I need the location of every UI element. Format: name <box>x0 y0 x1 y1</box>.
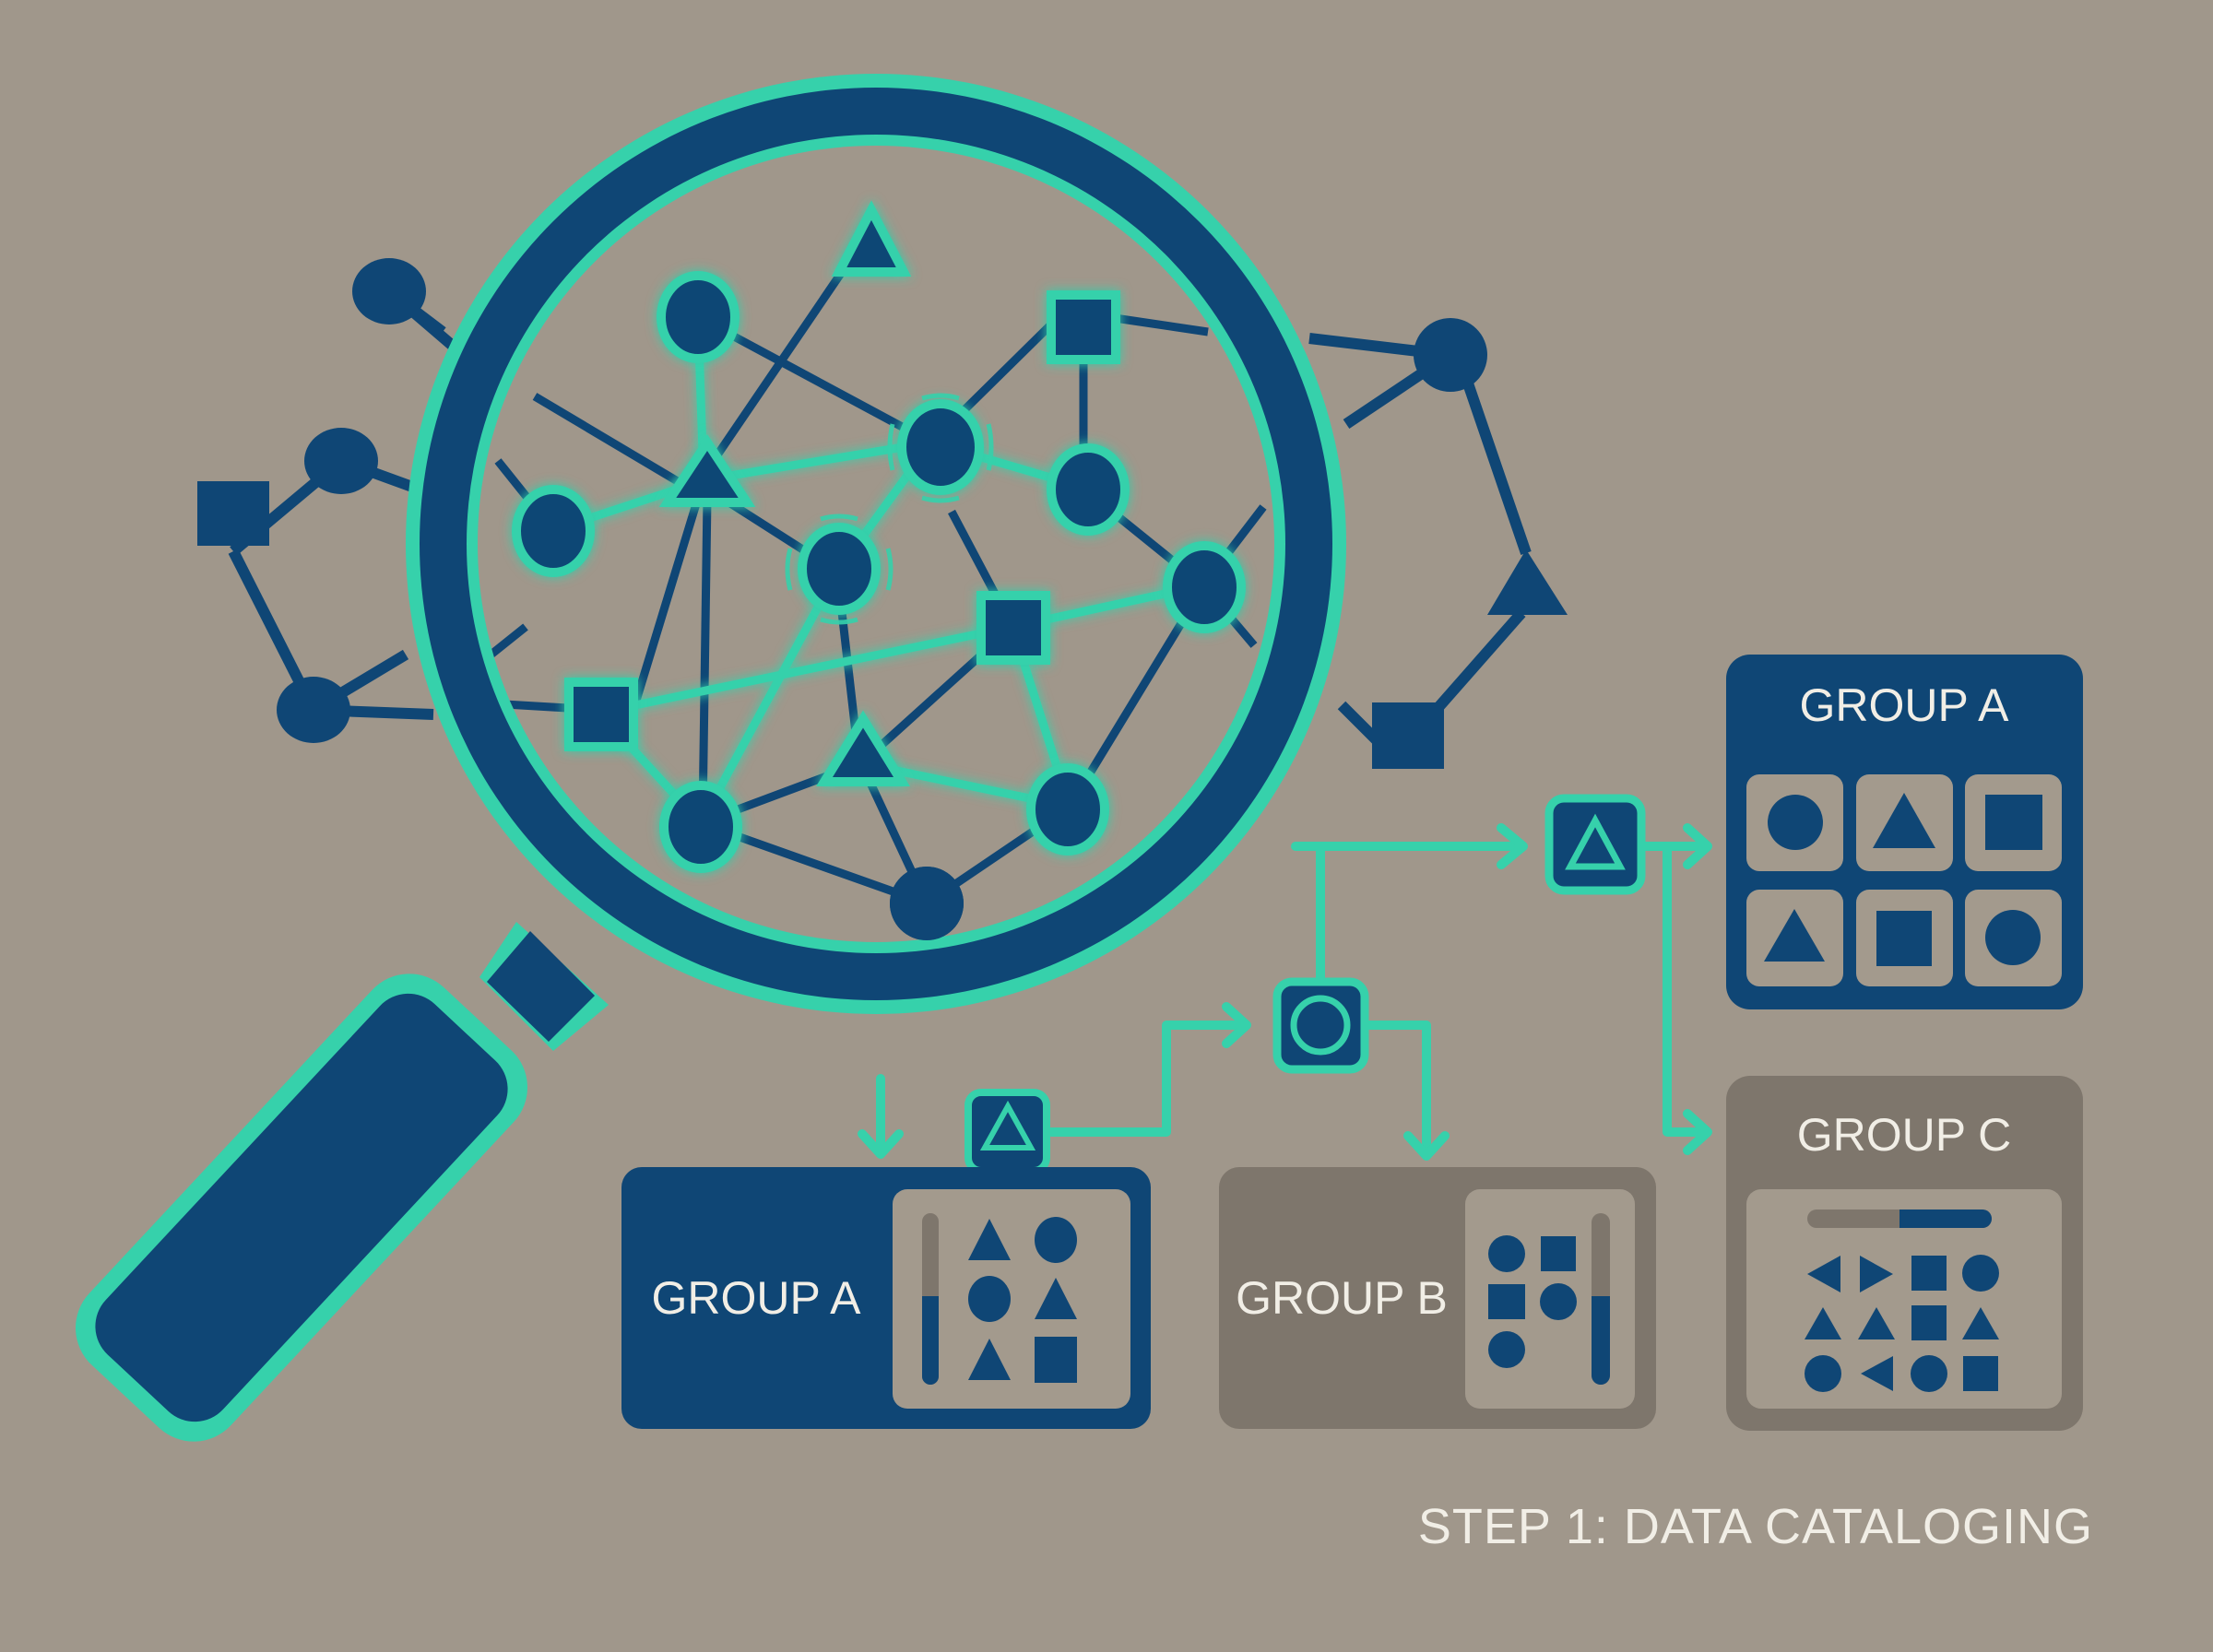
network-square-node <box>564 678 638 751</box>
flow-connectors <box>858 823 1712 1161</box>
network-circle-node <box>798 523 881 615</box>
arrow-head-group-b <box>1403 1131 1450 1161</box>
network-circle-node <box>657 271 740 363</box>
step-caption: STEP 1: DATA CATALOGING <box>1417 1499 2093 1554</box>
network-bottom-node <box>890 867 964 940</box>
outer-circle-node <box>352 258 426 324</box>
group-a-top-card[interactable]: GROUP A <box>1726 655 2083 1009</box>
outer-network-left-nodes <box>197 258 426 743</box>
group-a-bottom-card[interactable]: GROUP A <box>621 1167 1151 1429</box>
outer-circle-node <box>277 677 350 743</box>
network-triangle-node <box>816 710 910 786</box>
group-c-label: GROUP C <box>1797 1109 2011 1161</box>
network-triangle-node <box>831 200 912 277</box>
group-b-card[interactable]: GROUP B <box>1219 1167 1656 1429</box>
network-circle-node <box>512 485 595 577</box>
sorter-circle-middle[interactable] <box>1272 977 1369 1074</box>
sorter-triangle-left[interactable] <box>964 1089 1050 1174</box>
group-c-shapes <box>1805 1255 1999 1392</box>
arrow-head-group-a <box>1683 823 1712 869</box>
network-square-node <box>1047 290 1120 364</box>
sorter-triangle-right[interactable] <box>1544 794 1646 895</box>
network-circle-node <box>659 781 742 873</box>
network-circle-node <box>1163 541 1246 633</box>
flow-line-to-group-b <box>1362 1021 1431 1159</box>
outer-triangle-node <box>1487 549 1568 615</box>
group-a-top-shapes <box>1764 793 2042 966</box>
flow-line-left-to-middle <box>1047 1021 1249 1137</box>
network-square-node <box>976 591 1050 665</box>
network-circle-node <box>897 399 984 495</box>
group-c-progress-bar[interactable] <box>1807 1210 1992 1228</box>
triangle-outline-icon <box>1565 813 1626 870</box>
outer-circle-node <box>304 428 378 494</box>
triangle-outline-icon <box>979 1100 1036 1150</box>
group-a-bottom-shapes <box>968 1217 1077 1383</box>
group-a-bottom-label: GROUP A <box>652 1272 862 1324</box>
network-circle-node <box>1026 763 1109 856</box>
magnifier-handle <box>75 922 609 1442</box>
group-b-slider[interactable] <box>1592 1213 1610 1385</box>
group-c-panel <box>1746 1189 2062 1409</box>
outer-square-node <box>197 481 269 546</box>
inner-network <box>478 200 1267 940</box>
outer-circle-node <box>1414 318 1487 392</box>
arrow-head-middle <box>1222 1002 1251 1048</box>
group-c-card[interactable]: GROUP C <box>1726 1076 2083 1431</box>
group-a-bottom-slider[interactable] <box>922 1213 939 1385</box>
arrow-head-right <box>1497 823 1528 869</box>
group-b-shapes <box>1488 1235 1577 1368</box>
outer-network-right-nodes <box>1372 318 1568 769</box>
network-triangle-node <box>658 433 756 507</box>
flow-line-to-group-c <box>1663 842 1710 1137</box>
outer-square-node <box>1372 702 1444 769</box>
network-circle-node <box>1047 443 1130 536</box>
circle-outline-icon <box>1290 995 1351 1056</box>
arrow-head-group-a-bottom <box>858 1129 904 1159</box>
group-b-label: GROUP B <box>1236 1272 1448 1324</box>
group-a-top-label: GROUP A <box>1800 679 2010 731</box>
arrow-head-group-c <box>1683 1109 1712 1155</box>
